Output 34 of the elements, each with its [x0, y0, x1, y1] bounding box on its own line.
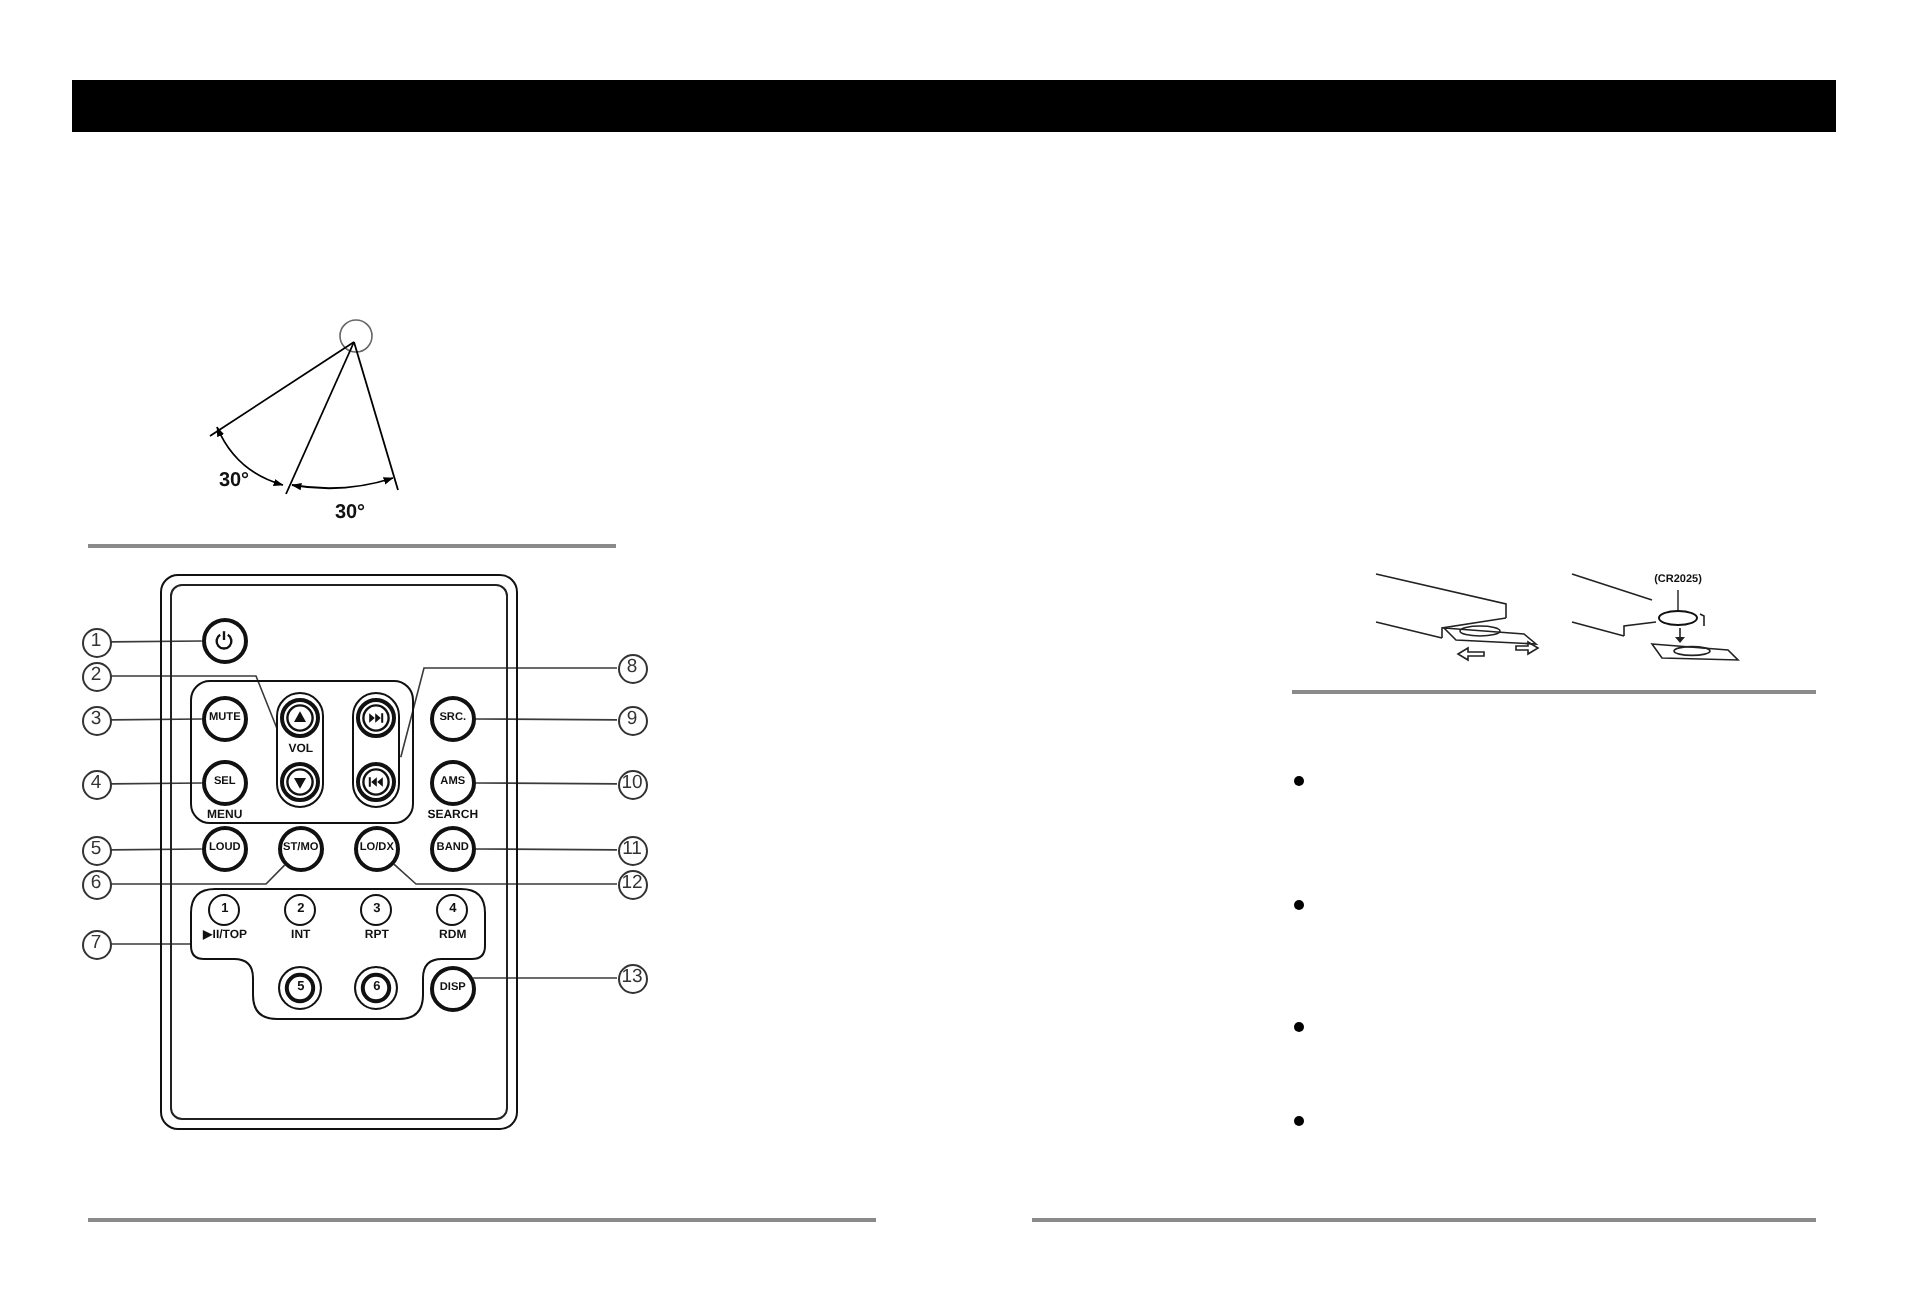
callout-number: 8: [617, 653, 647, 683]
leader-line: [393, 863, 618, 885]
angle-label: 30°: [334, 504, 366, 524]
callout-number: 1: [81, 627, 111, 657]
leader-line: [110, 943, 192, 945]
callout-number: 4: [81, 769, 111, 799]
leader-line: [110, 782, 203, 785]
callout-number: 6: [81, 869, 111, 899]
button-group-outline: [190, 680, 415, 825]
remote-control-body: [160, 574, 518, 1130]
callout-number: 2: [81, 661, 111, 691]
leader-line: [110, 864, 286, 885]
callout-number: 3: [81, 705, 111, 735]
callout-number: 12: [617, 869, 647, 899]
angle-label: 30°: [218, 472, 250, 492]
callout-number: 9: [617, 705, 647, 735]
leader-line: [1677, 589, 1679, 611]
remote-button: [201, 617, 248, 664]
callout-number: 11: [617, 835, 647, 865]
button-group-outline: [190, 888, 487, 1021]
leader-line: [474, 848, 618, 851]
button-pill-outline: [352, 692, 401, 809]
leader-line: [472, 977, 618, 979]
callout-number: 10: [617, 769, 647, 799]
leader-line: [110, 848, 203, 851]
callout-number: 5: [81, 835, 111, 865]
leader-line: [474, 718, 618, 721]
leader-line: [110, 718, 203, 721]
button-pill-outline: [276, 692, 325, 809]
coin-battery: [1658, 610, 1698, 626]
callout-number: 13: [617, 963, 647, 993]
leader-line: [474, 782, 618, 785]
leader-line: [110, 640, 203, 643]
callout-number: 7: [81, 929, 111, 959]
